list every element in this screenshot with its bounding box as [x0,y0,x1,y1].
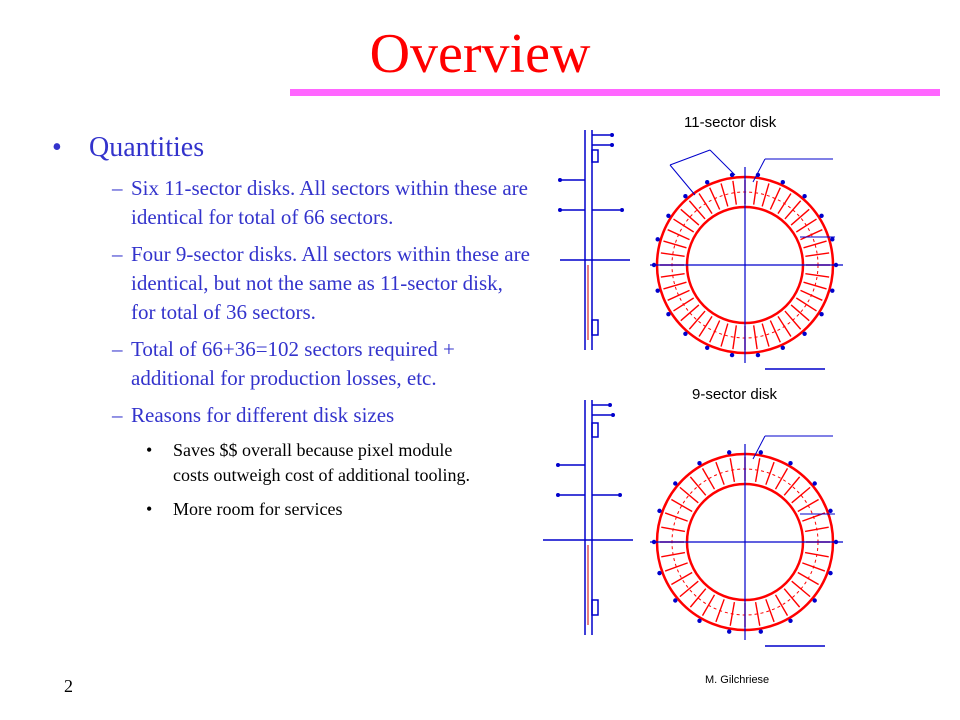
title-underline [290,89,940,96]
caption-11-sector: 11-sector disk [684,114,777,131]
page-number: 2 [64,676,73,696]
sub-bullet-four-disks: Four 9-sector disks. All sectors within … [52,240,532,327]
sub-bullet-total: Total of 66+36=102 sectors required + ad… [52,335,532,393]
author-name: M. Gilchriese [705,674,770,686]
bullet-list: Quantities Six 11-sector disks. All sect… [52,128,532,531]
side-view-9-sector-drawing [543,400,633,635]
sub-sub-bullet-saves: Saves $$ overall because pixel module co… [52,438,532,488]
side-view-11-sector-drawing [558,130,630,350]
caption-9-sector: 9-sector disk [692,386,778,403]
disk-11-sector-drawing [650,149,843,370]
disk-9-sector-drawing [650,435,843,647]
sub-sub-bullet-room: More room for services [52,497,532,522]
sub-bullet-six-disks: Six 11-sector disks. All sectors within … [52,174,532,232]
bullet-quantities: Quantities [52,128,532,168]
sub-bullet-reasons: Reasons for different disk sizes [52,401,532,430]
slide-title: Overview [369,23,591,85]
